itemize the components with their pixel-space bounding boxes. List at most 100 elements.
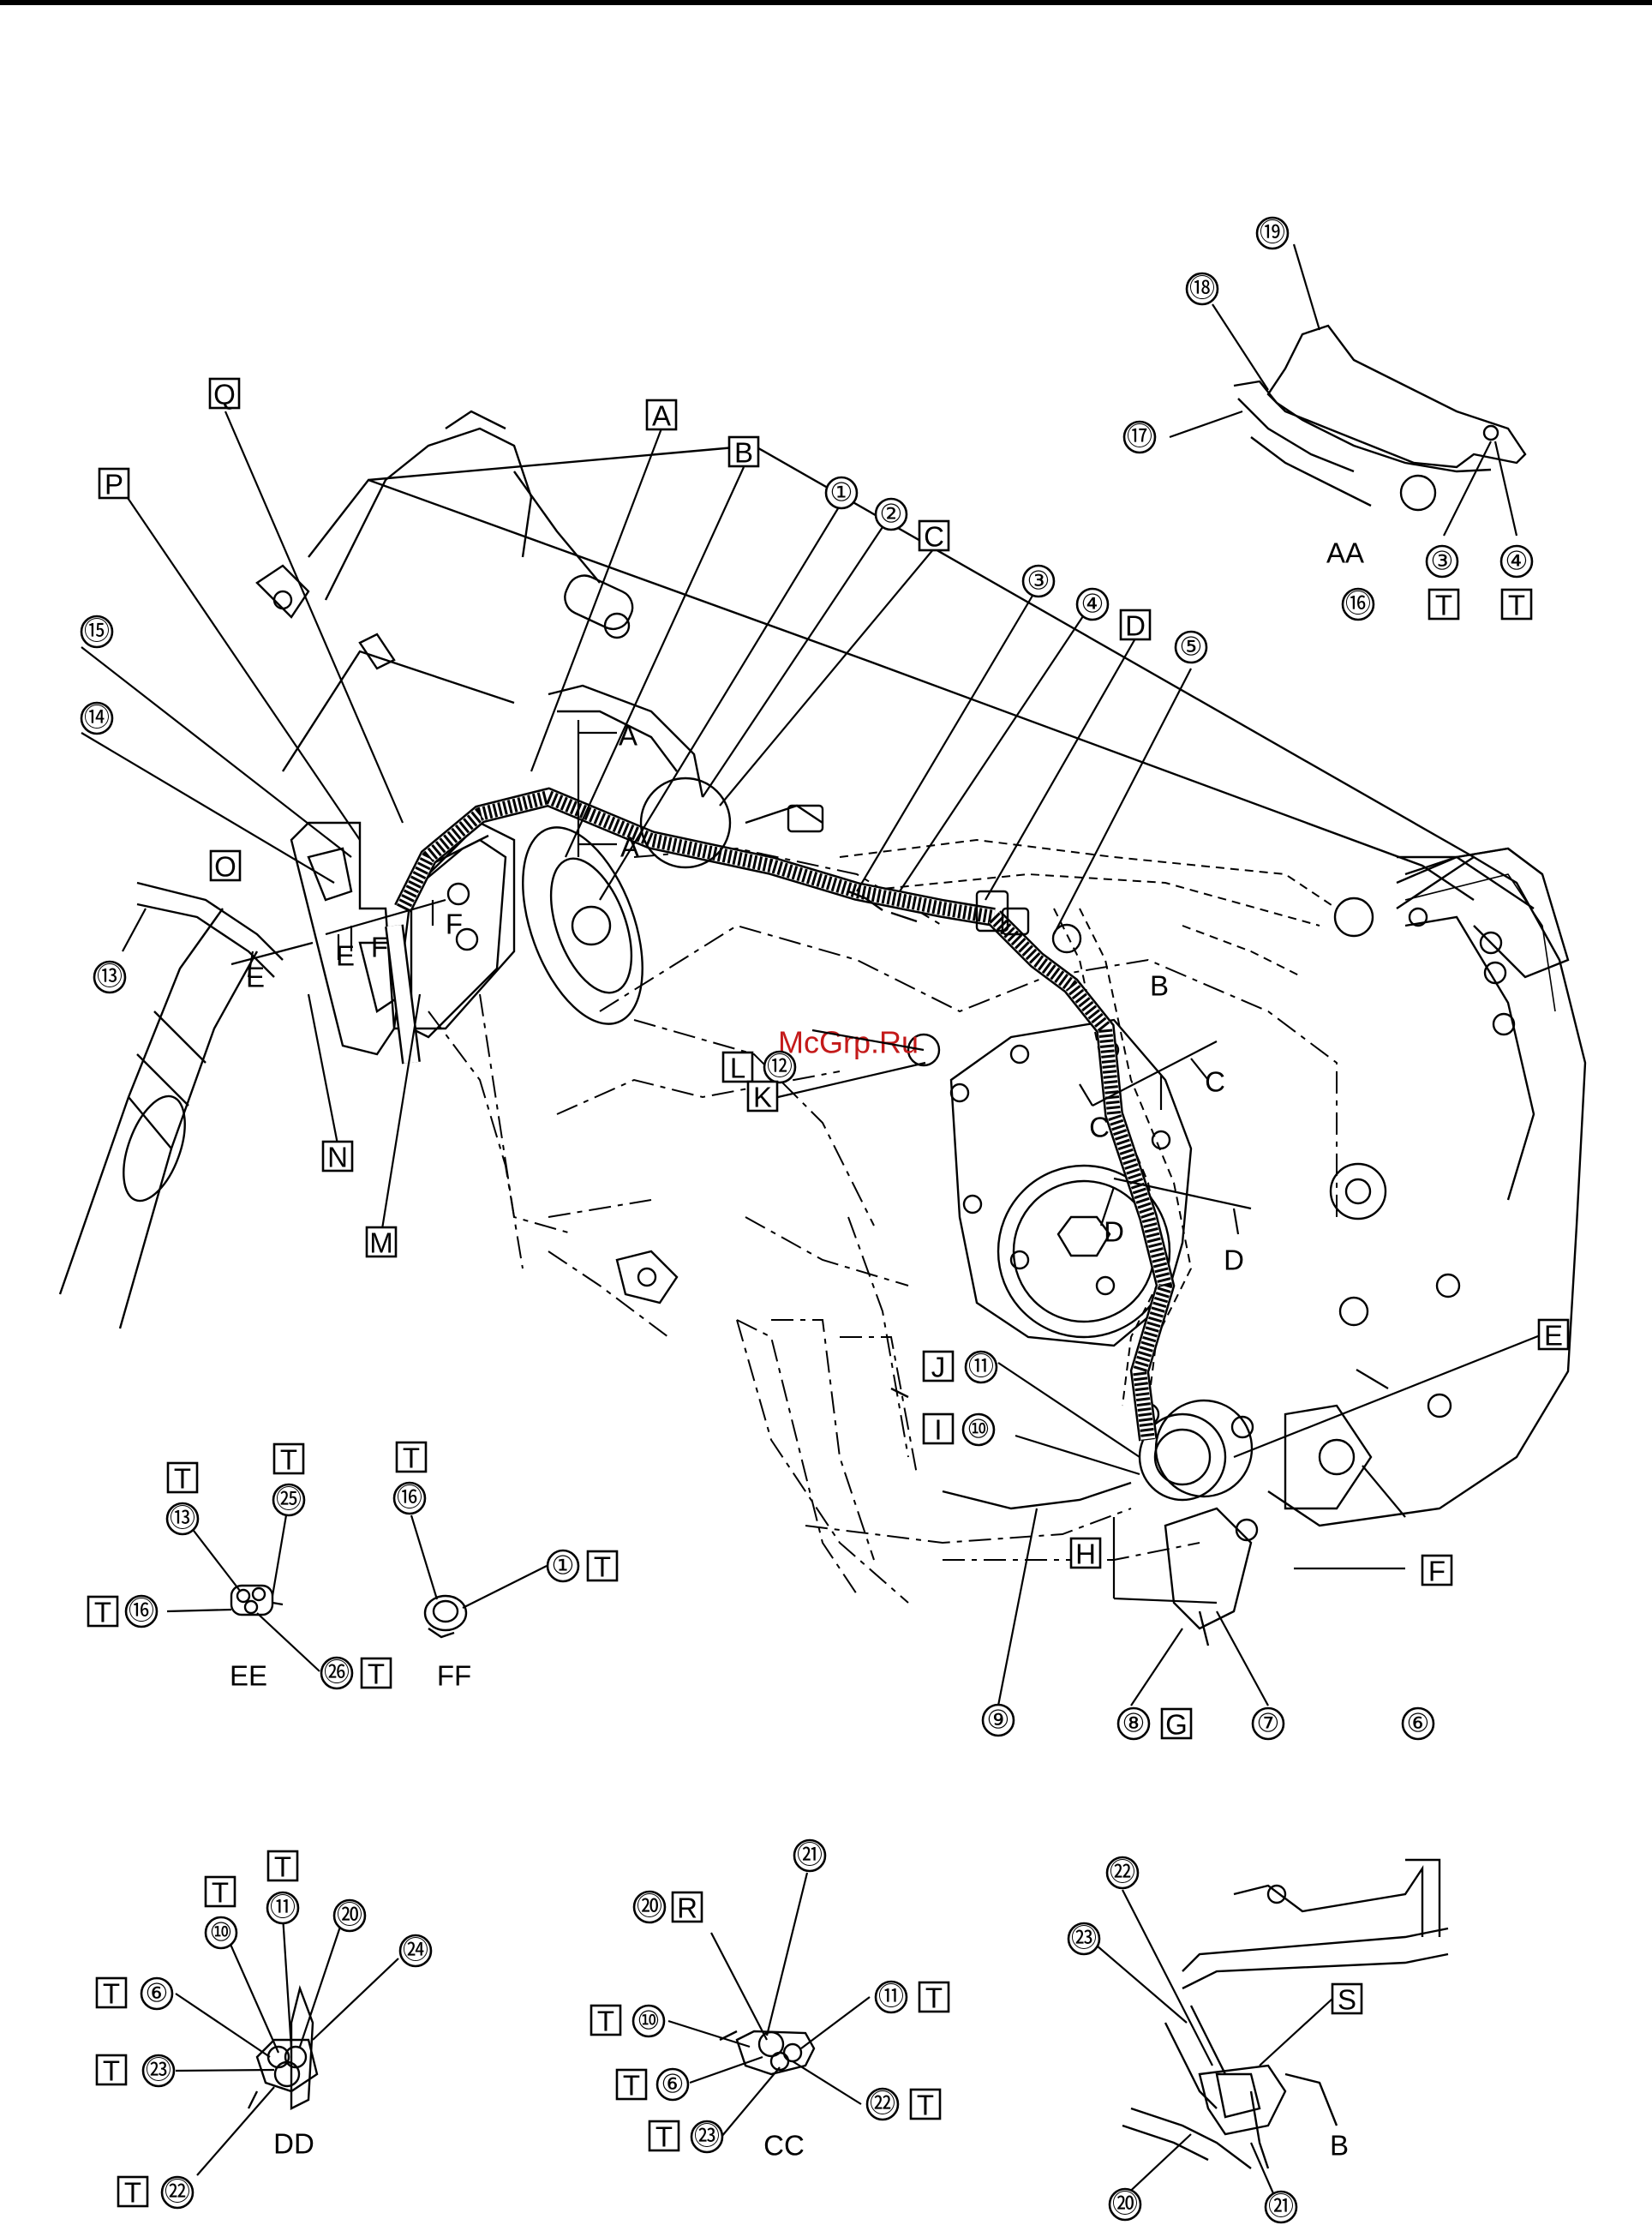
callout-10-cc: ⑩ <box>633 2006 664 2036</box>
callout-20-b: ⑳ <box>1110 2189 1140 2220</box>
svg-text:M: M <box>369 1227 393 1259</box>
section-b: B <box>1150 970 1169 1002</box>
callout-box-o: O <box>211 851 240 883</box>
svg-text:㉔: ㉔ <box>403 1937 428 1965</box>
view-ee-title: EE <box>230 1660 267 1692</box>
section-c-left: C <box>1089 1112 1110 1143</box>
svg-text:D: D <box>1125 610 1146 642</box>
callout-box-g: G <box>1162 1709 1191 1741</box>
detail-b-drawing <box>1122 1860 1448 2168</box>
callout-box-p: P <box>99 469 129 501</box>
callout-box-t-ff-16: T <box>397 1442 426 1474</box>
svg-text:⑩: ⑩ <box>210 1919 233 1947</box>
callout-26: ㉖ <box>321 1658 352 1688</box>
svg-text:⑪: ⑪ <box>968 1353 994 1382</box>
svg-text:⑥: ⑥ <box>1407 1710 1430 1738</box>
svg-text:⑮: ⑮ <box>84 618 110 646</box>
callout-5: ⑤ <box>1176 632 1206 663</box>
callout-3-aa: ③ <box>1427 546 1457 577</box>
svg-text:⑭: ⑭ <box>84 705 110 733</box>
section-f-left: F <box>371 932 388 963</box>
svg-text:⑱: ⑱ <box>1189 275 1215 303</box>
svg-text:T: T <box>280 1444 297 1476</box>
svg-text:⑲: ⑲ <box>1260 219 1285 248</box>
svg-text:④: ④ <box>1081 591 1104 619</box>
callout-4: ④ <box>1077 589 1108 620</box>
leader-lines <box>81 244 1542 2207</box>
callout-box-t-ee-26: T <box>362 1658 391 1690</box>
callout-6-dd: ⑥ <box>141 1978 172 2009</box>
detail-ff-drawing <box>425 1596 466 1637</box>
section-e-left: E <box>246 962 265 993</box>
callout-box-a: A <box>647 400 676 432</box>
callout-4-aa: ④ <box>1501 546 1532 577</box>
callout-box-t-cc-11: T <box>919 1982 949 2014</box>
svg-text:L: L <box>730 1053 745 1084</box>
callout-23-cc: ㉓ <box>691 2121 722 2152</box>
view-dd-title: DD <box>273 2128 314 2160</box>
callout-box-f: F <box>1422 1556 1451 1587</box>
callout-11: ⑪ <box>966 1352 997 1382</box>
svg-text:T: T <box>174 1463 191 1495</box>
callout-22-dd: ㉒ <box>162 2177 193 2208</box>
section-a-top: A <box>619 720 637 752</box>
svg-text:T: T <box>124 2177 141 2209</box>
callout-8: ⑧ <box>1118 1708 1149 1739</box>
callout-2: ② <box>876 499 907 530</box>
detail-aa-drawing <box>1234 326 1525 510</box>
section-f-right: F <box>446 909 463 940</box>
callout-box-k: K <box>748 1082 777 1113</box>
svg-text:E: E <box>1544 1320 1563 1352</box>
callout-11-cc: ⑪ <box>876 1982 907 2012</box>
svg-text:⑪: ⑪ <box>270 1894 296 1922</box>
callout-box-i: I <box>924 1414 953 1446</box>
callout-box-s: S <box>1332 1984 1362 2016</box>
svg-text:⑬: ⑬ <box>170 1505 195 1533</box>
svg-text:T: T <box>1435 590 1452 621</box>
svg-text:P: P <box>105 469 123 501</box>
callout-box-t-aa-16: T <box>1429 590 1458 621</box>
svg-text:⑨: ⑨ <box>987 1706 1010 1735</box>
callout-21-cc: ㉑ <box>794 1840 825 1871</box>
callout-6-cc: ⑥ <box>657 2069 688 2100</box>
callout-22-cc: ㉒ <box>867 2089 898 2120</box>
svg-text:O: O <box>214 851 236 883</box>
svg-text:⑩: ⑩ <box>967 1416 991 1444</box>
svg-text:C: C <box>924 521 944 553</box>
svg-text:⑳: ⑳ <box>1112 2191 1138 2219</box>
svg-text:㉓: ㉓ <box>146 2057 171 2085</box>
svg-text:⑯: ⑯ <box>397 1484 422 1513</box>
section-e-right: E <box>336 940 355 972</box>
svg-text:①: ① <box>552 1552 575 1580</box>
svg-text:T: T <box>368 1658 385 1690</box>
view-cc-title: CC <box>763 2130 805 2162</box>
callout-box-h: H <box>1071 1538 1100 1570</box>
svg-text:G: G <box>1165 1709 1188 1741</box>
callout-box-t-ee-13: T <box>168 1463 197 1495</box>
section-a-bottom: A <box>620 831 639 863</box>
callout-6: ⑥ <box>1403 1708 1434 1739</box>
svg-text:⑤: ⑤ <box>1180 633 1203 662</box>
svg-text:㉒: ㉒ <box>1110 1859 1135 1887</box>
callout-box-t-dd-6: T <box>97 1978 126 2010</box>
callout-box-q: Q <box>210 379 239 411</box>
callout-box-m: M <box>367 1227 396 1259</box>
svg-text:①: ① <box>830 479 853 507</box>
callout-7: ⑦ <box>1253 1708 1284 1739</box>
svg-text:㉒: ㉒ <box>870 2090 895 2119</box>
callout-box-t-aa-4: T <box>1502 590 1531 621</box>
callout-10-dd: ⑩ <box>206 1917 236 1948</box>
callout-box-t-ee-16: T <box>88 1597 117 1628</box>
callout-24: ㉔ <box>400 1935 431 1966</box>
svg-text:N: N <box>327 1142 348 1173</box>
svg-text:T: T <box>597 2006 614 2037</box>
callout-box-d: D <box>1121 610 1150 642</box>
svg-text:S: S <box>1338 1984 1356 2016</box>
svg-text:R: R <box>677 1892 697 1924</box>
number-callouts: ① ② ③ ④ ⑤ ⑥ ⑦ ⑧ ⑨ ⑩ ⑪ ⑫ ⑬ ⑭ ⑮ ⑯ ⑰ ⑱ ⑲ ③ … <box>81 218 1532 2222</box>
svg-text:③: ③ <box>1027 567 1050 596</box>
callout-10: ⑩ <box>963 1414 994 1445</box>
callout-box-t-cc-22: T <box>911 2090 940 2121</box>
svg-text:②: ② <box>880 501 903 529</box>
callout-11-dd: ⑪ <box>267 1892 298 1923</box>
